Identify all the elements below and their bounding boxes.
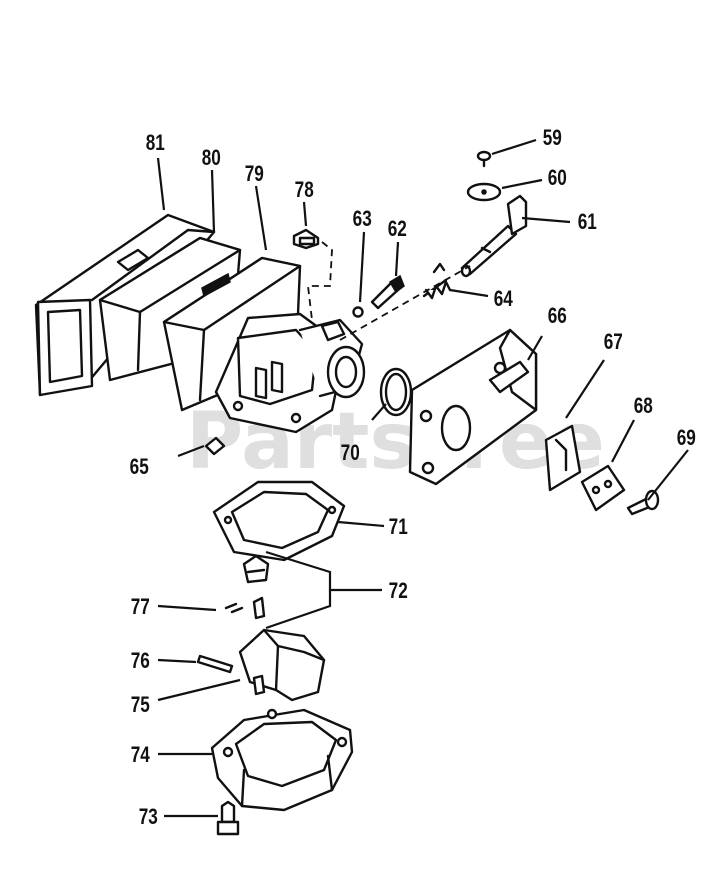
callout-63: 63 xyxy=(353,207,372,232)
callout-65: 65 xyxy=(130,455,149,480)
callout-77: 77 xyxy=(131,595,150,620)
part-64-spring xyxy=(422,262,452,300)
callout-73: 73 xyxy=(139,805,158,830)
callout-68: 68 xyxy=(634,394,653,419)
callout-75: 75 xyxy=(131,693,150,718)
part-72-fitting xyxy=(242,554,270,584)
part-60-disc xyxy=(466,182,502,202)
callout-70: 70 xyxy=(341,441,360,466)
leader-lines xyxy=(156,138,689,818)
callout-74: 74 xyxy=(131,743,150,768)
callout-69: 69 xyxy=(677,426,696,451)
dash-line-78 xyxy=(306,241,333,321)
callout-78: 78 xyxy=(295,178,314,203)
callout-71: 71 xyxy=(389,515,408,540)
part-63-ring xyxy=(352,306,364,318)
part-59-screw xyxy=(476,150,492,168)
centerline xyxy=(339,265,471,341)
part-75-float xyxy=(238,628,326,702)
part-carburetor-body xyxy=(214,312,366,434)
part-73-bolt xyxy=(216,800,240,836)
part-74-float-bowl xyxy=(210,708,354,812)
callout-80: 80 xyxy=(202,146,221,171)
callout-72: 72 xyxy=(389,579,408,604)
part-61-throttle-shaft xyxy=(460,194,528,278)
part-65-clip xyxy=(204,436,226,456)
part-69-screw xyxy=(626,489,660,516)
callout-66: 66 xyxy=(548,304,567,329)
callout-81: 81 xyxy=(146,131,165,156)
part-68-gasket xyxy=(580,464,626,512)
callout-60: 60 xyxy=(548,166,567,191)
callout-76: 76 xyxy=(131,649,150,674)
part-71-gasket xyxy=(212,480,346,562)
part-66-insulator-block xyxy=(408,328,538,486)
part-77-needle xyxy=(224,596,266,620)
part-70-o-ring xyxy=(379,367,413,417)
part-78-screw xyxy=(292,228,320,250)
callout-61: 61 xyxy=(578,210,597,235)
callout-62: 62 xyxy=(388,217,407,242)
callout-labels: 81 80 79 78 63 62 59 60 61 64 66 67 68 6… xyxy=(130,126,696,830)
part-62-adjusting-screw xyxy=(370,274,405,310)
callout-67: 67 xyxy=(604,330,623,355)
callout-59: 59 xyxy=(543,126,562,151)
part-67-plate xyxy=(544,424,582,492)
callout-64: 64 xyxy=(494,287,513,312)
callout-79: 79 xyxy=(245,162,264,187)
part-76-pin xyxy=(196,654,234,674)
